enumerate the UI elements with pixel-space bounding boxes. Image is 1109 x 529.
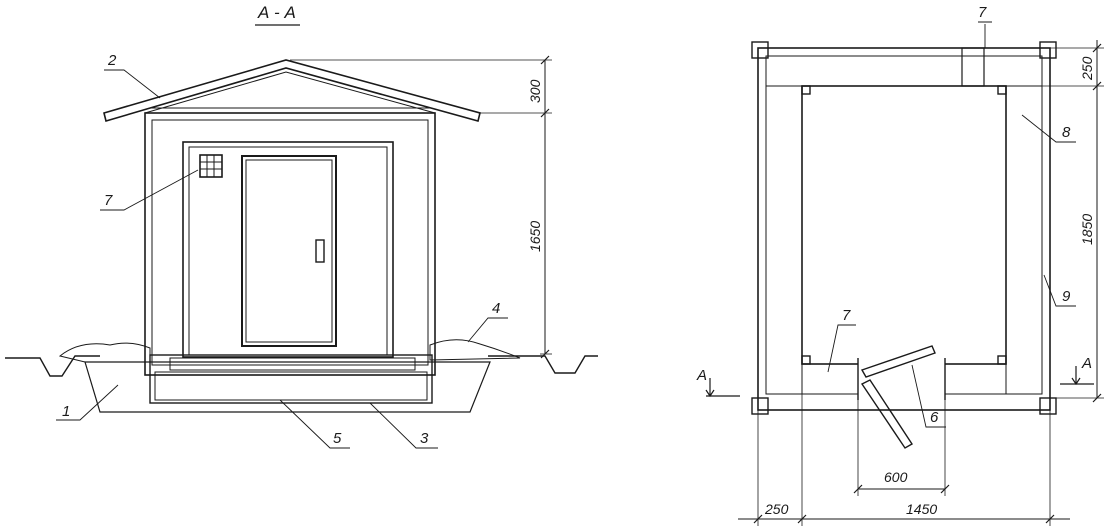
backfill-right bbox=[429, 339, 521, 361]
wall-insulation bbox=[151, 119, 429, 366]
floor-insulation bbox=[154, 371, 428, 401]
callout-5: 5 bbox=[333, 430, 342, 447]
roof-gable bbox=[144, 71, 436, 114]
plan-room bbox=[801, 85, 1007, 365]
dim-door-width: 600 bbox=[884, 469, 908, 485]
callout-9: 9 bbox=[1062, 288, 1071, 305]
callout-8: 8 bbox=[1062, 124, 1071, 141]
leader-7b bbox=[978, 21, 992, 48]
dim-top-wall: 250 bbox=[1079, 56, 1095, 81]
ground-line-left bbox=[5, 355, 100, 377]
inner-cavity bbox=[182, 141, 394, 358]
ground-line-right bbox=[488, 355, 598, 374]
leader-7c bbox=[827, 324, 856, 373]
vent-grille bbox=[199, 154, 223, 178]
section-arrow-right bbox=[1060, 366, 1094, 386]
dim-wall-height: 1650 bbox=[527, 221, 543, 252]
dim-wall-thickness: 250 bbox=[764, 501, 789, 517]
callout-7c: 7 bbox=[842, 307, 851, 324]
inner-lining bbox=[188, 146, 388, 356]
plan-view: А А 250 1850 600 250 1450 7 8 bbox=[696, 4, 1104, 526]
callout-6: 6 bbox=[930, 409, 939, 426]
plan-door-opening bbox=[858, 360, 945, 400]
section-dimensions bbox=[290, 55, 552, 359]
plan-outer-wall bbox=[757, 47, 1051, 411]
roof bbox=[103, 59, 481, 123]
plan-right-insulation bbox=[1005, 85, 1043, 395]
dim-plan-width: 1450 bbox=[906, 501, 937, 517]
door-handle bbox=[315, 239, 325, 263]
leader-5 bbox=[279, 399, 350, 449]
leader-7a bbox=[100, 169, 199, 211]
section-arrow-left bbox=[705, 378, 740, 398]
floor-boards bbox=[169, 357, 416, 371]
leader-6 bbox=[911, 364, 946, 428]
plan-top-vent bbox=[961, 47, 985, 87]
leader-9 bbox=[1043, 274, 1076, 307]
callout-3: 3 bbox=[420, 430, 429, 447]
plan-dimensions bbox=[738, 40, 1104, 526]
callout-7b: 7 bbox=[978, 4, 987, 21]
section-title: А - А bbox=[257, 3, 296, 22]
plan-bottom-insulation-right bbox=[944, 363, 1007, 395]
leader-3 bbox=[369, 402, 438, 449]
section-view: А - А bbox=[5, 3, 598, 449]
section-marker-right: А bbox=[1081, 355, 1092, 372]
backfill-left bbox=[58, 342, 151, 363]
leader-8 bbox=[1021, 114, 1076, 143]
dim-plan-depth: 1850 bbox=[1079, 214, 1095, 245]
plan-left-insulation bbox=[765, 85, 803, 395]
dim-roof-height: 300 bbox=[527, 79, 543, 103]
callout-7a: 7 bbox=[104, 192, 113, 209]
callout-4: 4 bbox=[492, 300, 500, 317]
leader-2 bbox=[104, 69, 161, 99]
door-leaf bbox=[860, 345, 936, 378]
plan-bottom-insulation-left bbox=[801, 363, 859, 395]
callout-1: 1 bbox=[62, 403, 70, 420]
plan-top-insulation bbox=[765, 55, 1043, 87]
door-panel bbox=[245, 159, 333, 343]
door-leaf-outer bbox=[860, 379, 913, 449]
leader-1 bbox=[56, 384, 119, 421]
door bbox=[241, 155, 337, 347]
section-marker-left: А bbox=[696, 367, 707, 384]
callout-2: 2 bbox=[107, 52, 117, 69]
leader-4 bbox=[467, 317, 508, 343]
corner-posts bbox=[751, 41, 1057, 415]
foundation-pit bbox=[84, 361, 491, 413]
